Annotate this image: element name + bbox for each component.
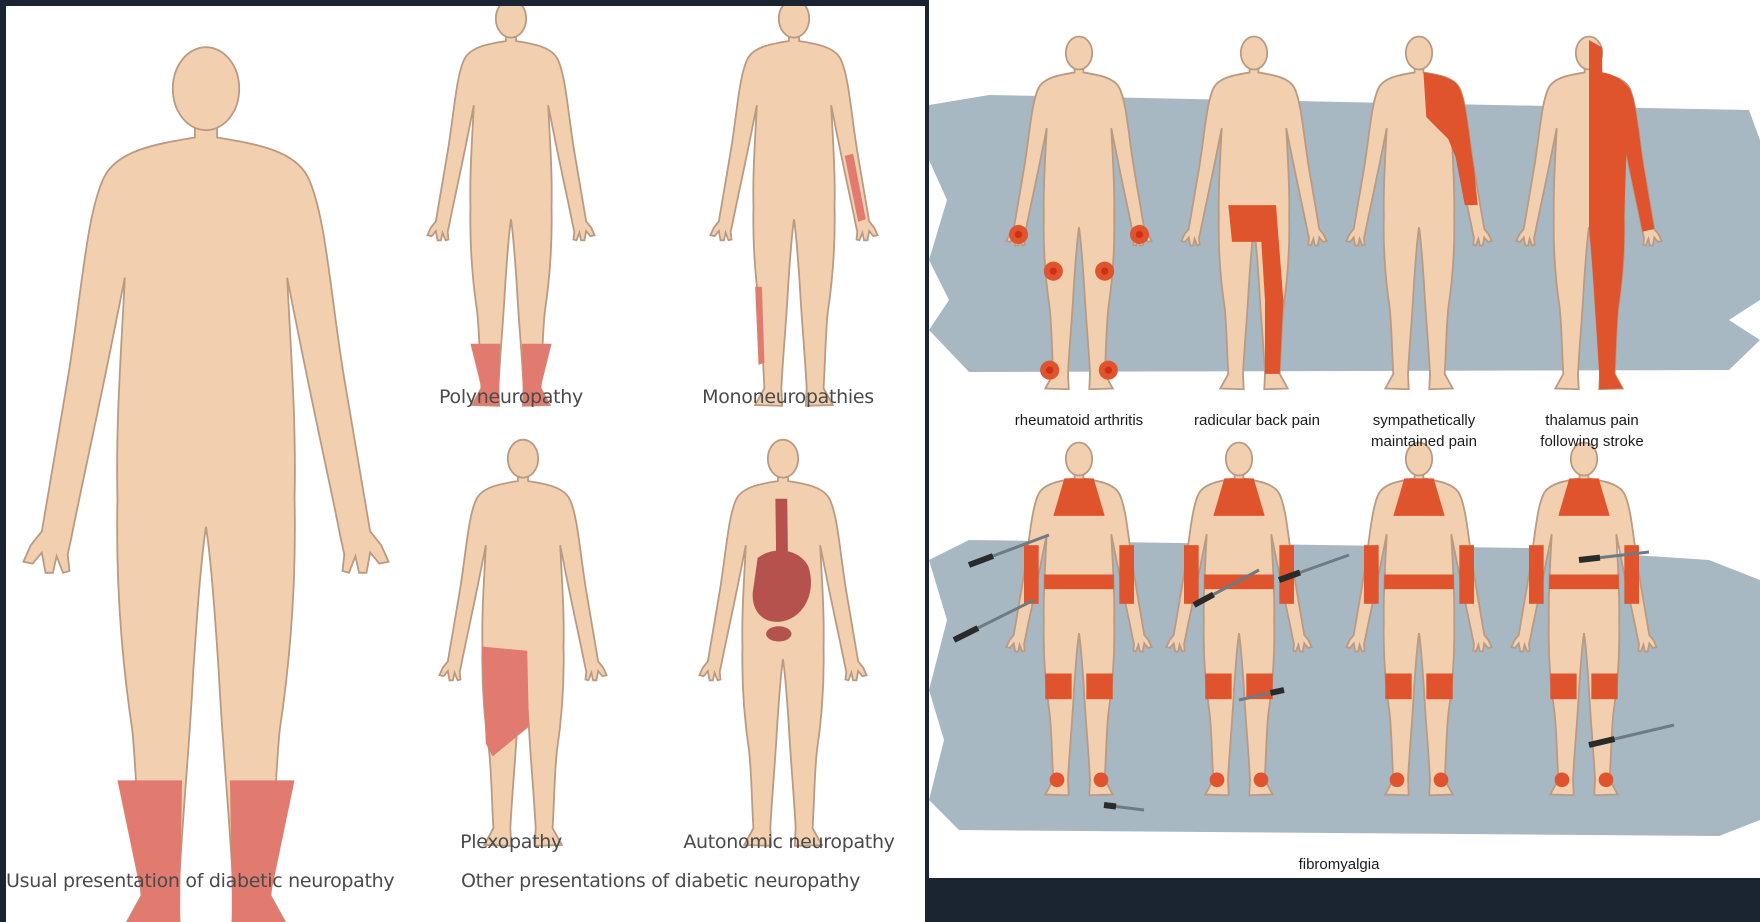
pain-spot [1094, 773, 1109, 788]
pain-spot [1434, 773, 1449, 788]
organ-bladder [766, 626, 791, 641]
body-silhouette [427, 35, 594, 406]
pain-spot [1599, 773, 1614, 788]
pain-spot [1210, 773, 1225, 788]
pain-area-left-knee [1045, 674, 1071, 700]
pain-area-left-arm [1364, 545, 1379, 604]
pain-area-right-arm [1459, 545, 1474, 604]
figure-polyneuropathy [427, 6, 594, 406]
figure-plexopathy [439, 440, 606, 846]
pain-spot-core [1136, 231, 1143, 238]
pain-spot-core [1015, 231, 1022, 238]
pain-spot [1390, 773, 1405, 788]
pain-area-right-knee [1426, 674, 1452, 700]
pain-area-right-knee [1591, 674, 1617, 700]
pain-spot [1555, 773, 1570, 788]
pain-area-waist [1549, 575, 1619, 590]
affected-area-right-foot [230, 780, 295, 922]
needle-handle-icon [1104, 805, 1116, 807]
affected-area-thigh [482, 647, 529, 757]
figure-autonomic-neuropathy [699, 440, 866, 846]
pain-area-right-knee [1086, 674, 1112, 700]
pain-area-left-arm [1024, 545, 1039, 604]
background-strip [929, 878, 1760, 922]
head [1066, 36, 1092, 69]
label-plexopathy: Plexopathy [411, 831, 611, 853]
head [508, 440, 538, 478]
head [1406, 36, 1432, 69]
label-mononeuropathies: Mononeuropathies [678, 386, 898, 408]
head [779, 6, 809, 38]
diabetic-neuropathy-panel: Polyneuropathy Mononeuropathies Plexopat… [6, 6, 925, 922]
diabetic-neuropathy-illustration [6, 6, 925, 922]
pain-area-right-arm [1119, 545, 1134, 604]
label-rheumatoid-arthritis: rheumatoid arthritis [989, 410, 1169, 431]
pain-area-left-arm [1529, 545, 1544, 604]
label-fibromyalgia: fibromyalgia [1249, 854, 1429, 875]
affected-area-left-foot [117, 780, 182, 922]
body-silhouette [23, 125, 388, 922]
head [768, 440, 798, 478]
label-radicular-back-pain: radicular back pain [1167, 410, 1347, 431]
head [496, 6, 526, 38]
head [1066, 443, 1092, 476]
label-sympathetically-maintained-pain: sympathetically maintained pain [1334, 410, 1514, 452]
head [1226, 443, 1252, 476]
pain-spot [1050, 773, 1065, 788]
pain-spot-core [1046, 367, 1053, 374]
figure-usual-presentation [23, 47, 388, 922]
pain-spot [1254, 773, 1269, 788]
figure-mononeuropathies [710, 6, 877, 406]
caption-usual-presentation: Usual presentation of diabetic neuropath… [6, 870, 421, 892]
pain-area-left-arm [1184, 545, 1199, 604]
label-polyneuropathy: Polyneuropathy [411, 386, 611, 408]
needle-handle-icon [1579, 558, 1600, 560]
pain-area-left-knee [1205, 674, 1231, 700]
pain-area-left-knee [1385, 674, 1411, 700]
caption-other-presentations: Other presentations of diabetic neuropat… [461, 870, 901, 892]
head [173, 47, 239, 130]
body-silhouette [710, 35, 877, 406]
pain-spot-core [1050, 268, 1057, 275]
pain-spot-core [1105, 367, 1112, 374]
pain-area-left-knee [1550, 674, 1576, 700]
needle-handle-icon [1271, 690, 1285, 693]
label-thalamus-pain: thalamus pain following stroke [1502, 410, 1682, 452]
chronic-pain-panel: rheumatoid arthritis radicular back pain… [929, 0, 1760, 878]
head [1241, 36, 1267, 69]
label-autonomic-neuropathy: Autonomic neuropathy [656, 831, 922, 853]
pain-area-waist [1044, 575, 1114, 590]
pain-spot-core [1101, 268, 1108, 275]
pain-area-waist [1384, 575, 1454, 590]
